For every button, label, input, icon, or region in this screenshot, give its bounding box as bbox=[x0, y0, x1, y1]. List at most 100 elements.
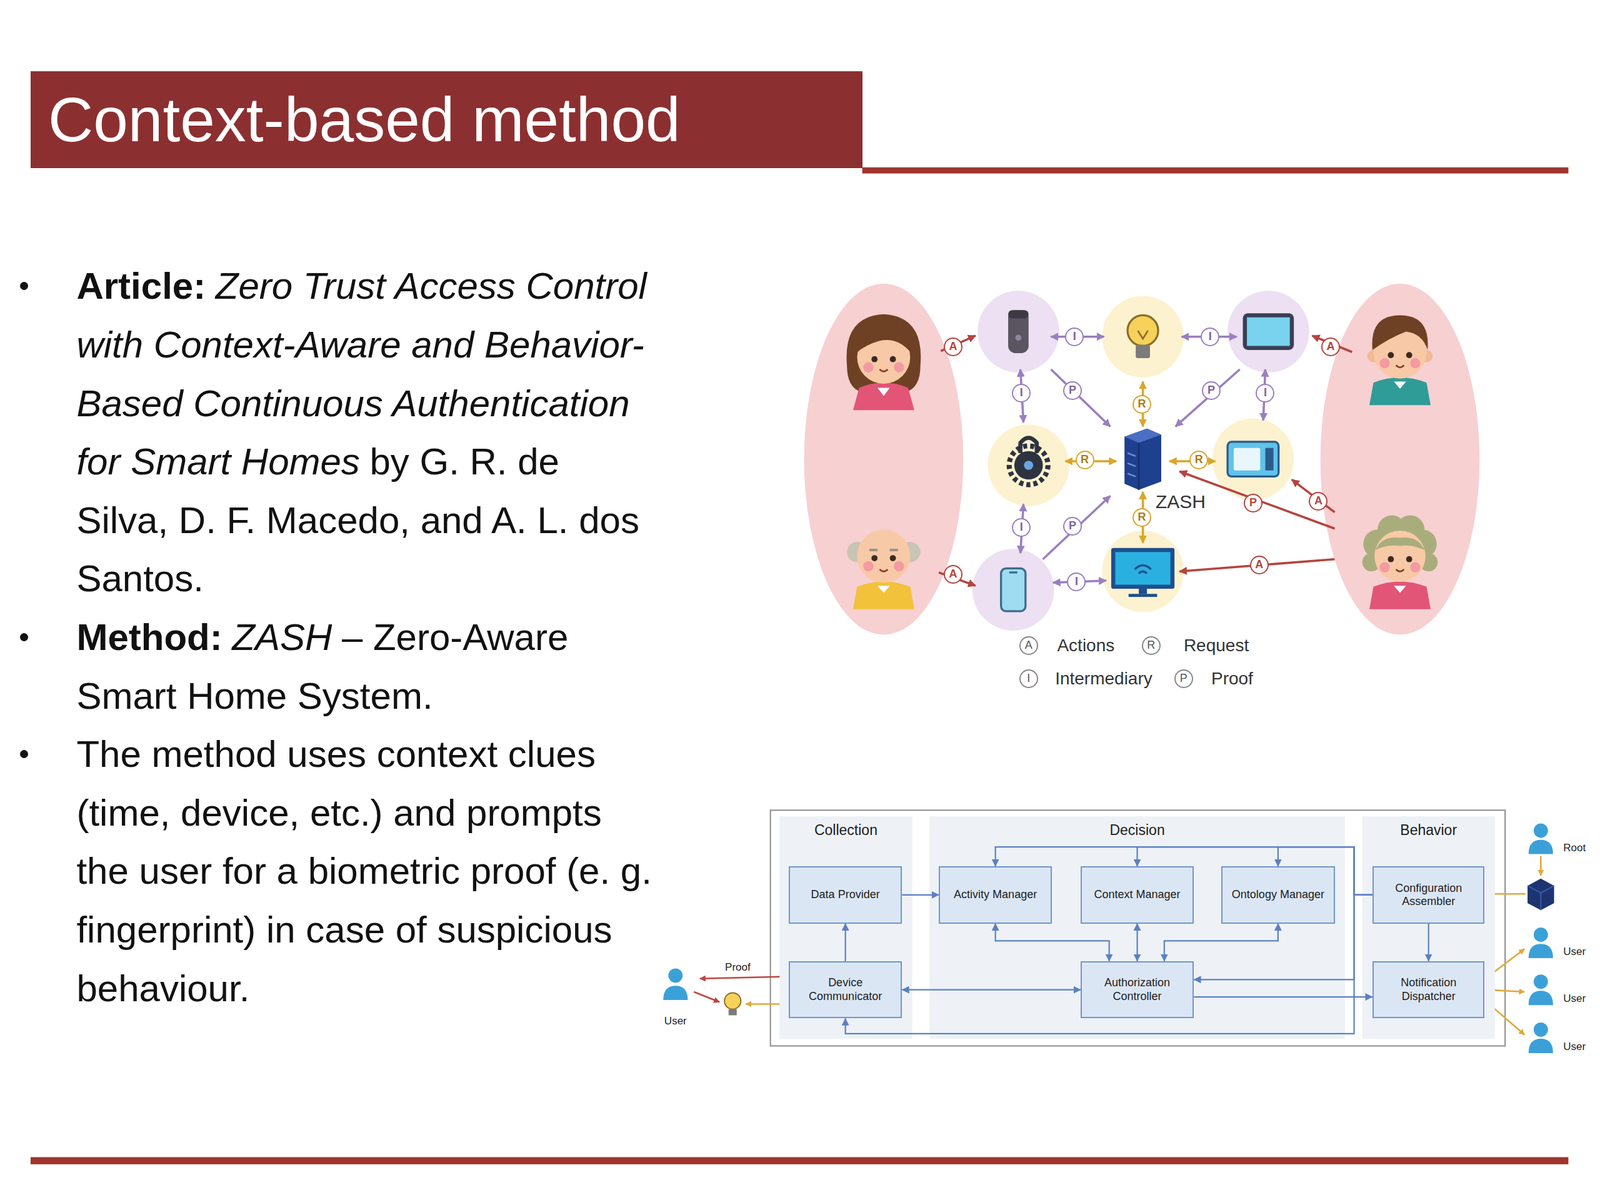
module-box: Notification Dispatcher bbox=[1372, 961, 1485, 1019]
module-box: Data Provider bbox=[788, 866, 902, 924]
flow-tag: R bbox=[1075, 450, 1095, 470]
tv-icon-part bbox=[1128, 593, 1158, 597]
girl-figure-part bbox=[871, 356, 878, 363]
boy-figure-part bbox=[1379, 358, 1390, 369]
bulb-icon-part bbox=[1135, 345, 1150, 359]
root-token-icon-part bbox=[1527, 885, 1554, 910]
flow-tag: P bbox=[1063, 381, 1082, 400]
girl-figure-part bbox=[846, 314, 922, 392]
flow-tag: R bbox=[1132, 508, 1152, 527]
tablet-icon bbox=[1243, 313, 1295, 350]
flow-tag: P bbox=[1201, 381, 1221, 400]
girl-figure-part bbox=[856, 326, 912, 354]
legend-sample: I bbox=[1019, 669, 1039, 689]
tv-icon-part bbox=[1135, 565, 1152, 574]
device-halos-part bbox=[977, 290, 1060, 373]
module-label: Context Manager bbox=[1094, 888, 1181, 902]
legend-entry: Intermediary bbox=[1055, 668, 1153, 689]
microwave-icon bbox=[1227, 441, 1279, 477]
bulb-icon bbox=[1127, 315, 1159, 359]
right-user-icons-part bbox=[1528, 840, 1554, 855]
device-halos bbox=[972, 290, 1310, 631]
lock-icon-part bbox=[1014, 451, 1044, 480]
grandma-figure-part bbox=[1406, 556, 1413, 563]
bulb-icon-part bbox=[1137, 330, 1148, 339]
girl-figure-part bbox=[890, 356, 897, 363]
connector bbox=[901, 989, 1081, 991]
tv-icon-part bbox=[1138, 588, 1147, 594]
phone-icon bbox=[1001, 568, 1026, 612]
connector bbox=[995, 923, 1110, 962]
server-icon-part bbox=[1127, 453, 1136, 477]
bullet-item: The method uses context clues (time, dev… bbox=[76, 725, 653, 1018]
left-user-icon bbox=[663, 968, 688, 1000]
boy-figure-part bbox=[1371, 315, 1428, 350]
bullet-list: Article:Zero Trust Access Control with C… bbox=[76, 256, 653, 1018]
module-box: Ontology Manager bbox=[1221, 866, 1335, 924]
legend-sample: R bbox=[1141, 636, 1161, 655]
speaker-icon-part bbox=[1008, 310, 1029, 319]
server-icon-part bbox=[1138, 443, 1140, 490]
flow-tag: A bbox=[943, 565, 963, 584]
illustration-arrows-part bbox=[1291, 479, 1335, 512]
connector bbox=[1164, 923, 1279, 962]
flow-tag: A bbox=[1308, 491, 1328, 511]
actor-label: User bbox=[664, 1015, 687, 1028]
right-user-icons-part bbox=[1528, 990, 1554, 1005]
left-user-icon-part bbox=[663, 985, 688, 1000]
section-heading: Behavior bbox=[1362, 816, 1495, 839]
tv-icon-part bbox=[1115, 551, 1170, 585]
flow-tag: A bbox=[1250, 555, 1269, 575]
module-box: Authorization Controller bbox=[1080, 961, 1194, 1019]
grandpa-figure-part bbox=[893, 561, 904, 572]
lock-icon-part bbox=[1023, 460, 1034, 470]
connector bbox=[845, 923, 847, 962]
module-box: Device Communicator bbox=[788, 961, 902, 1019]
grandpa-figure-part bbox=[869, 548, 899, 552]
boy-figure-part bbox=[1369, 377, 1431, 405]
lock-icon-part bbox=[1009, 445, 1049, 485]
server-icon-part bbox=[1124, 428, 1162, 444]
section-band: BehaviorConfiguration AssemblerNotificat… bbox=[1362, 816, 1495, 1039]
bullet-text: The method uses context clues (time, dev… bbox=[76, 733, 652, 1009]
boy-figure-part bbox=[1393, 381, 1407, 389]
grandma-figure-part bbox=[1410, 562, 1420, 573]
server-icon bbox=[1124, 428, 1162, 490]
microwave-icon-part bbox=[1233, 448, 1260, 471]
actor-label: Proof bbox=[725, 961, 751, 974]
section-band: CollectionData ProviderDevice Communicat… bbox=[779, 816, 912, 1039]
bullet-text: Article: bbox=[76, 265, 206, 307]
device-halos-part bbox=[987, 424, 1070, 507]
household-ovals-part bbox=[804, 283, 964, 635]
illustration-arrows-part bbox=[1051, 369, 1111, 427]
microwave-icon-part bbox=[1227, 441, 1279, 477]
small-bulb-icon-part bbox=[724, 993, 741, 1010]
flow-tag: I bbox=[1255, 383, 1275, 403]
boy-figure-part bbox=[1387, 351, 1394, 359]
tablet-icon-part bbox=[1246, 317, 1290, 347]
module-label: Activity Manager bbox=[953, 888, 1037, 902]
legend-entry: Actions bbox=[1056, 635, 1115, 656]
module-label: Ontology Manager bbox=[1231, 888, 1325, 902]
module-label: Device Communicator bbox=[795, 976, 896, 1003]
device-halos-part bbox=[1101, 295, 1184, 378]
dispatch-arrows-part bbox=[1540, 856, 1542, 876]
legend-entry: Request bbox=[1183, 635, 1249, 656]
connector bbox=[901, 894, 939, 896]
bullet-text: Method: bbox=[76, 616, 222, 659]
connector bbox=[1428, 923, 1430, 962]
lock-icon bbox=[1009, 437, 1049, 485]
illustration-arrows-part bbox=[1043, 495, 1111, 559]
flow-tag: I bbox=[1200, 327, 1220, 347]
small-bulb-icon bbox=[724, 993, 741, 1016]
girl-figure-part bbox=[863, 362, 874, 373]
boy-figure-part bbox=[1410, 358, 1420, 369]
connectors bbox=[845, 846, 1429, 1034]
flow-tag: I bbox=[1065, 327, 1084, 347]
bulb-icon-part bbox=[1127, 315, 1159, 346]
speaker-icon bbox=[1008, 310, 1029, 354]
section-fills bbox=[779, 816, 1495, 1039]
module-label: Configuration Assembler bbox=[1378, 881, 1479, 909]
